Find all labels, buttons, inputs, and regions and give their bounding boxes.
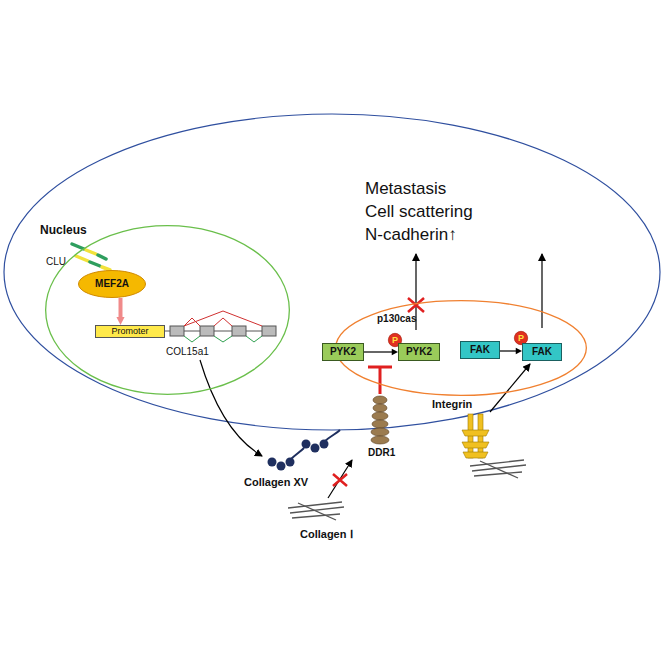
kinase-box: PYK2 xyxy=(322,343,364,361)
outcome-text: Metastasis xyxy=(365,180,446,199)
node-label: FAK xyxy=(532,347,552,357)
protein-name: CLU xyxy=(46,256,66,267)
node-label: p130cas xyxy=(377,314,416,324)
collagen-xv xyxy=(268,430,341,471)
signal-arrow xyxy=(541,254,542,328)
outcome-text: Cell scattering xyxy=(365,203,473,222)
node-label: FAK xyxy=(470,345,490,355)
protein-ellipse: MEF2A xyxy=(78,270,146,298)
node-label: P xyxy=(392,336,398,345)
phospho-circle: P xyxy=(514,331,528,345)
cell-membrane xyxy=(4,114,660,430)
arrow-head xyxy=(516,348,522,354)
arrow-head xyxy=(116,317,124,325)
ecm-name: Collagen Ⅰ xyxy=(300,528,353,540)
connector xyxy=(119,298,123,318)
binding-arrow xyxy=(328,460,352,498)
node-label: PYK2 xyxy=(330,347,356,357)
outcome-text: N-cadherin↑ xyxy=(365,226,457,245)
node-label: MEF2A xyxy=(95,279,129,289)
arrow-head xyxy=(392,349,398,355)
gene-name: COL15a1 xyxy=(166,346,209,357)
ellipse-outline xyxy=(45,225,290,395)
node-label: PYK2 xyxy=(406,347,432,357)
node-label: P xyxy=(518,334,524,343)
block-cross xyxy=(333,474,347,486)
ecm-name: Collagen XV xyxy=(244,476,308,488)
integrin-receptor xyxy=(462,414,489,458)
receptor-name: DDR1 xyxy=(368,447,395,458)
signaling-complex: p130casPYK2PPYK2FAKPFAK xyxy=(335,300,587,396)
connector xyxy=(364,351,392,352)
connector xyxy=(500,350,516,351)
promoter-box: Promoter xyxy=(95,325,165,338)
receptor-name: Integrin xyxy=(432,398,472,410)
gene-structure xyxy=(165,311,276,342)
node-label: Nucleus xyxy=(40,224,87,236)
ddr1-receptor xyxy=(371,396,389,444)
nucleus: NucleusMEF2APromoter xyxy=(45,225,290,395)
collagen-i-fibers xyxy=(288,460,526,520)
kinase-box: FAK xyxy=(522,343,562,361)
activation-arrow xyxy=(490,364,530,412)
kinase-box: PYK2 xyxy=(398,343,440,361)
node-label: Promoter xyxy=(111,327,148,336)
clu-protein xyxy=(72,244,110,270)
secretion-arrow xyxy=(200,360,262,456)
kinase-box: FAK xyxy=(460,341,500,359)
